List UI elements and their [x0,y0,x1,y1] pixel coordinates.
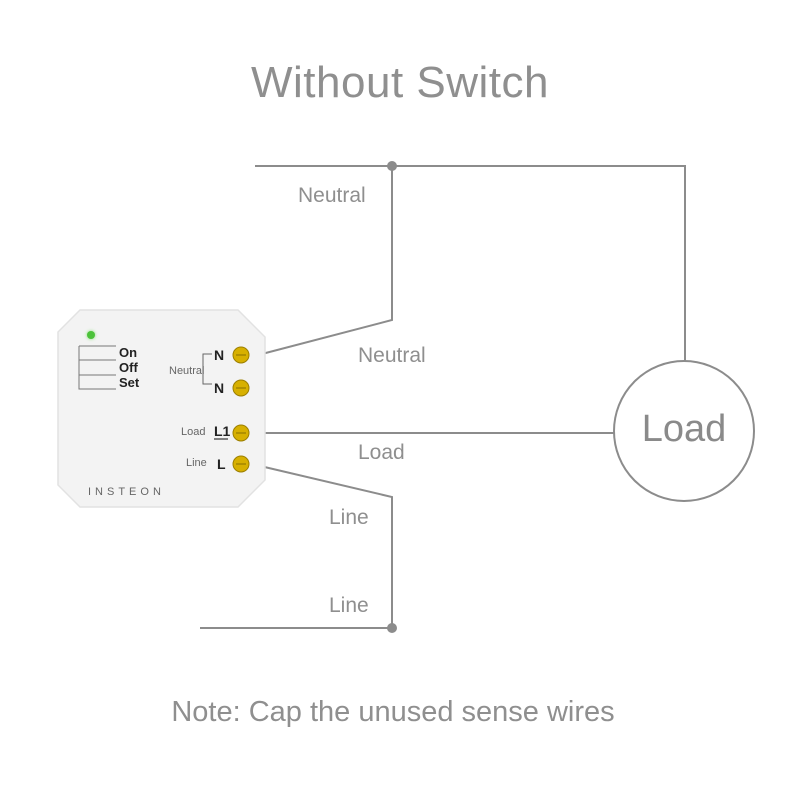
diagram-title: Without Switch [251,58,549,107]
load-device-label: Load [641,408,727,450]
terminal-screws [232,346,250,473]
load-circle [613,360,755,502]
load-wire-label: Load [358,441,405,464]
line-wire-to-module [255,464,393,628]
note-text: Note: Cap the unused sense wires [171,696,615,728]
line-supply-label: Line [329,594,369,617]
load-terminal-caption: Load [181,426,206,438]
brand-logo-text: INSTEON [88,486,165,498]
terminal-n2-label: N [214,380,225,396]
terminal-l-label: L [217,456,226,472]
insteon-module-body [57,309,266,508]
button-off-label: Off [119,360,138,375]
terminal-l1-label: L1 [214,423,231,439]
neutral-bracket [202,353,212,385]
neutral-junction-dot [387,161,397,171]
line-junction-dot [387,623,397,633]
terminal-n1-label: N [214,347,225,363]
line-terminal-caption: Line [186,457,207,469]
button-on-label: On [119,345,138,360]
neutral-wire-to-module [257,166,393,356]
button-bracket [78,345,116,390]
neutral-wire-supply [255,165,686,362]
status-led-icon [87,331,95,339]
line-module-label: Line [329,506,369,529]
neutral-terminal-caption: Neutral [169,365,205,377]
neutral-module-label: Neutral [358,344,426,367]
neutral-supply-label: Neutral [298,184,366,207]
button-set-label: Set [119,375,140,390]
